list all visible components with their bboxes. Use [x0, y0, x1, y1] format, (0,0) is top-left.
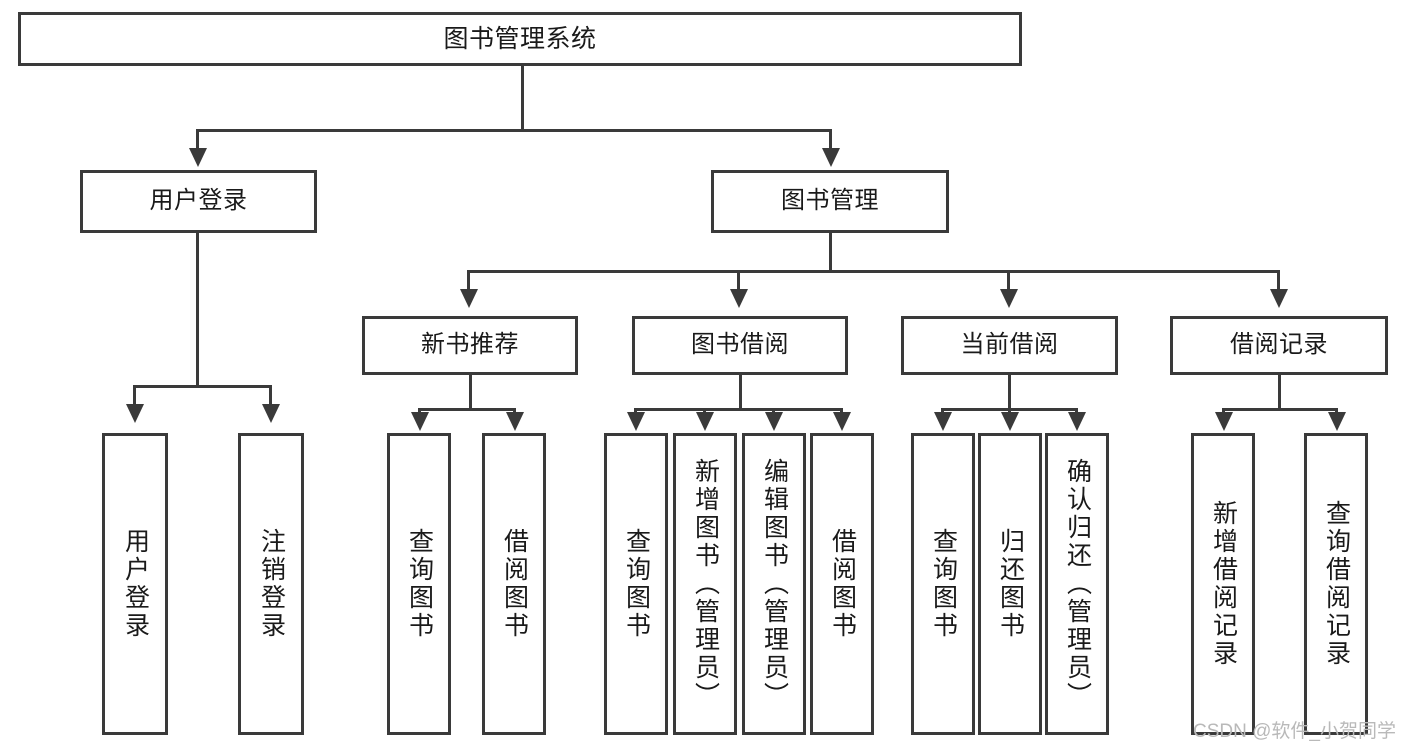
- node-new-book-recommend[interactable]: 新书推荐: [362, 316, 578, 375]
- arrowhead-to-new-book-recommend: [460, 289, 478, 308]
- arrowhead-to-book-borrow: [730, 289, 748, 308]
- arrowhead-to-book-management: [822, 148, 840, 167]
- connector-to-book-borrow: [737, 270, 740, 290]
- connector-new-book-recommend-bus: [418, 408, 516, 411]
- arrowhead-to-user-login: [189, 148, 207, 167]
- connector-current-borrow-stem: [1008, 375, 1011, 408]
- leaf-user-login-login[interactable]: 用户登录: [102, 433, 168, 735]
- connector-root-stem: [521, 66, 524, 129]
- leaf-borrow-record-add-record[interactable]: 新增借阅记录: [1191, 433, 1255, 735]
- arrowhead-user-login-leaf-1: [126, 404, 144, 423]
- node-current-borrow[interactable]: 当前借阅: [901, 316, 1118, 375]
- node-label: 查询图书: [622, 528, 651, 640]
- leaf-current-borrow-query-book[interactable]: 查询图书: [911, 433, 975, 735]
- node-label: 借阅记录: [1230, 331, 1328, 359]
- watermark-text: CSDN @软件_小贺同学: [1193, 721, 1396, 742]
- leaf-book-borrow-add-book[interactable]: 新增图书（管理员）: [673, 433, 737, 735]
- connector-to-current-borrow: [1007, 270, 1010, 290]
- node-label: 用户登录: [149, 187, 248, 215]
- node-label: 用户登录: [121, 528, 150, 640]
- leaf-book-borrow-edit-book[interactable]: 编辑图书（管理员）: [742, 433, 806, 735]
- connector-book-management-stem: [829, 233, 832, 270]
- node-label: 查询借阅记录: [1322, 500, 1351, 668]
- node-label: 图书借阅: [691, 331, 789, 359]
- leaf-new-book-query-book[interactable]: 查询图书: [387, 433, 451, 735]
- node-label: 图书管理系统: [443, 25, 597, 53]
- connector-book-borrow-bus: [634, 408, 842, 411]
- leaf-borrow-record-query-record[interactable]: 查询借阅记录: [1304, 433, 1368, 735]
- connector-new-book-recommend-stem: [469, 375, 472, 408]
- arrowhead-bb-leaf-2: [696, 412, 714, 431]
- connector-root-to-book-management: [829, 129, 832, 151]
- connector-borrow-record-stem: [1278, 375, 1281, 408]
- node-label: 查询图书: [405, 528, 434, 640]
- arrowhead-br-leaf-1: [1215, 412, 1233, 431]
- connector-borrow-record-bus: [1222, 408, 1338, 411]
- connector-to-borrow-record: [1277, 270, 1280, 290]
- arrowhead-to-borrow-record: [1270, 289, 1288, 308]
- arrowhead-nbr-leaf-1: [411, 412, 429, 431]
- arrowhead-bb-leaf-1: [627, 412, 645, 431]
- node-borrow-record[interactable]: 借阅记录: [1170, 316, 1388, 375]
- connector-user-login-drop-2: [269, 385, 272, 405]
- connector-root-bus: [198, 129, 832, 132]
- connector-level3-bus: [467, 270, 1280, 273]
- leaf-book-borrow-borrow-book[interactable]: 借阅图书: [810, 433, 874, 735]
- connector-user-login-drop-1: [133, 385, 136, 405]
- node-label: 新增借阅记录: [1209, 500, 1238, 668]
- node-label: 图书管理: [781, 187, 879, 215]
- connector-user-login-bus: [133, 385, 272, 388]
- node-label: 借阅图书: [828, 528, 857, 640]
- arrowhead-to-current-borrow: [1000, 289, 1018, 308]
- node-label: 新书推荐: [421, 331, 519, 359]
- node-label: 新增图书（管理员）: [691, 458, 720, 710]
- connector-to-new-book-recommend: [467, 270, 470, 290]
- leaf-book-borrow-query-book[interactable]: 查询图书: [604, 433, 668, 735]
- node-user-login[interactable]: 用户登录: [80, 170, 317, 233]
- node-label: 注销登录: [257, 528, 286, 640]
- arrowhead-cb-leaf-3: [1068, 412, 1086, 431]
- node-label: 查询图书: [929, 528, 958, 640]
- node-label: 借阅图书: [500, 528, 529, 640]
- connector-book-borrow-stem: [739, 375, 742, 408]
- arrowhead-nbr-leaf-2: [506, 412, 524, 431]
- arrowhead-br-leaf-2: [1328, 412, 1346, 431]
- arrowhead-cb-leaf-1: [934, 412, 952, 431]
- arrowhead-bb-leaf-4: [833, 412, 851, 431]
- node-label: 编辑图书（管理员）: [760, 458, 789, 710]
- node-label: 确认归还（管理员）: [1063, 458, 1092, 710]
- leaf-current-borrow-return-book[interactable]: 归还图书: [978, 433, 1042, 735]
- connector-user-login-stem: [196, 233, 199, 385]
- leaf-current-borrow-confirm-return[interactable]: 确认归还（管理员）: [1045, 433, 1109, 735]
- leaf-user-login-logout[interactable]: 注销登录: [238, 433, 304, 735]
- arrowhead-cb-leaf-2: [1001, 412, 1019, 431]
- leaf-new-book-borrow-book[interactable]: 借阅图书: [482, 433, 546, 735]
- node-book-borrow[interactable]: 图书借阅: [632, 316, 848, 375]
- node-label: 归还图书: [996, 528, 1025, 640]
- node-label: 当前借阅: [960, 331, 1059, 359]
- node-book-management-system[interactable]: 图书管理系统: [18, 12, 1022, 66]
- node-book-management[interactable]: 图书管理: [711, 170, 949, 233]
- arrowhead-bb-leaf-3: [765, 412, 783, 431]
- connector-root-to-user-login: [196, 129, 199, 151]
- arrowhead-user-login-leaf-2: [262, 404, 280, 423]
